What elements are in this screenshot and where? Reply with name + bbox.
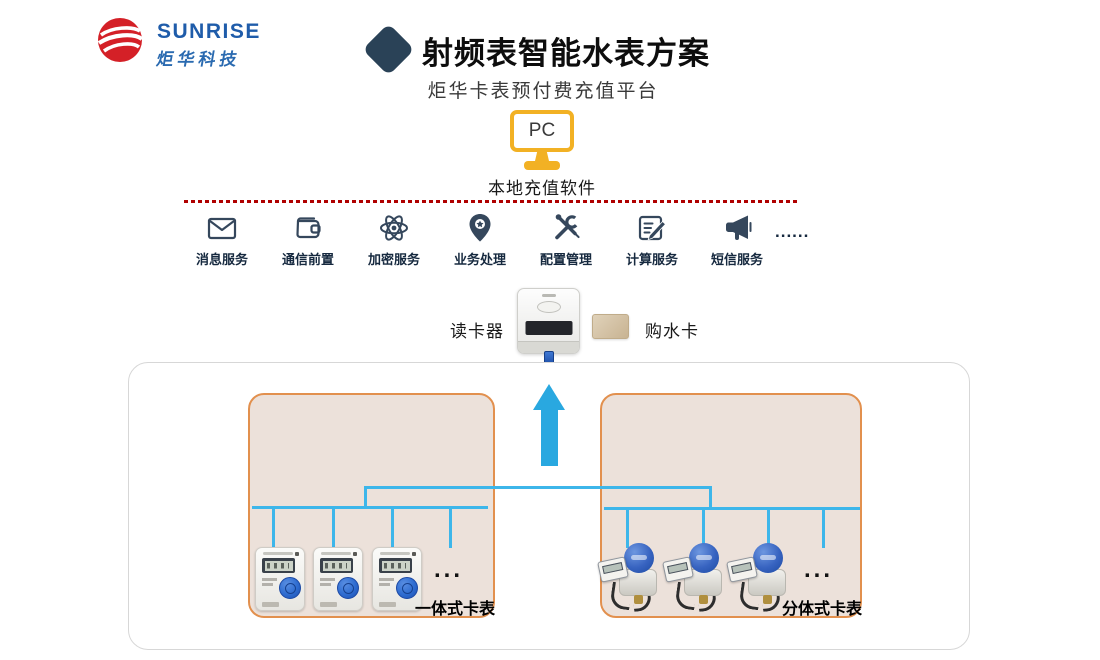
page-title: 射频表智能水表方案: [422, 36, 710, 71]
connector-right-riser: [709, 486, 712, 510]
company-logo: SUNRISE 炬华科技: [93, 16, 261, 70]
right-bus: [604, 507, 860, 510]
software-label: 本地充值软件: [488, 179, 596, 198]
pc-monitor-icon: PC: [510, 110, 574, 152]
page-subtitle: 炬华卡表预付费充值平台: [427, 81, 659, 102]
right-zone-label: 分体式卡表: [782, 601, 863, 618]
right-drop-1: [626, 507, 629, 548]
right-drop-4: [822, 507, 825, 548]
wallet-icon: [296, 217, 321, 239]
reader-logo-mark: [541, 294, 556, 297]
reader-contact-pad: [536, 301, 561, 313]
left-drop-1: [272, 506, 275, 548]
service-label: 短信服务: [710, 252, 763, 267]
left-drop-4: [449, 506, 452, 548]
card-reader-label: 读卡器: [450, 322, 504, 341]
logo-brand-text: SUNRISE: [157, 20, 261, 43]
title-diamond-icon: [362, 23, 415, 76]
connector-top: [364, 486, 712, 489]
document-pen-icon: [638, 215, 667, 241]
tools-icon: [555, 214, 583, 240]
water-card-image: [592, 314, 629, 339]
pc-terminal: PC: [510, 110, 574, 170]
service-label: 消息服务: [195, 252, 248, 267]
services-ellipsis: ......: [775, 222, 810, 241]
service-label: 业务处理: [453, 252, 506, 267]
service-item-config: 配置管理: [534, 211, 598, 268]
service-item-message: 消息服务: [190, 211, 254, 268]
logo-company-text: 炬华科技: [154, 50, 243, 69]
reader-display: [525, 321, 572, 335]
pc-stand-neck: [535, 152, 549, 161]
water-card-label: 购水卡: [645, 322, 699, 341]
reader-base: [518, 341, 579, 353]
dashed-divider: [184, 200, 798, 203]
left-zone-label: 一体式卡表: [415, 601, 496, 618]
left-bus: [252, 506, 488, 509]
left-drop-3: [391, 506, 394, 548]
right-zone-ellipsis: ...: [804, 556, 834, 583]
connector-left-riser: [364, 486, 367, 509]
megaphone-icon: [726, 215, 752, 240]
sunrise-globe-icon: [97, 18, 144, 62]
up-arrow-shaft: [541, 409, 558, 466]
service-label: 配置管理: [539, 252, 592, 267]
split-meter: [662, 543, 728, 615]
integrated-meter: [255, 547, 305, 611]
pc-stand-base: [524, 161, 560, 170]
service-item-business: 业务处理: [448, 211, 512, 268]
left-zone-ellipsis: ...: [434, 556, 464, 583]
atom-icon: [380, 215, 408, 241]
service-item-compute: 计算服务: [620, 211, 684, 268]
split-meter: [597, 543, 663, 615]
right-drop-3: [767, 507, 770, 548]
service-label: 加密服务: [367, 252, 420, 267]
integrated-meter: [313, 547, 363, 611]
envelope-icon: [207, 217, 237, 240]
service-item-sms: 短信服务: [705, 211, 769, 268]
left-drop-2: [332, 506, 335, 548]
service-item-comm: 通信前置: [276, 211, 340, 268]
service-item-encrypt: 加密服务: [362, 211, 426, 268]
up-arrow-head: [533, 384, 565, 410]
service-label: 计算服务: [625, 252, 678, 267]
card-reader-device: [517, 288, 580, 365]
right-drop-2: [702, 507, 705, 548]
pc-label: PC: [528, 120, 556, 141]
location-pin-icon: [469, 214, 491, 242]
service-label: 通信前置: [281, 252, 334, 267]
integrated-meter: [372, 547, 422, 611]
split-meter: [726, 543, 792, 615]
